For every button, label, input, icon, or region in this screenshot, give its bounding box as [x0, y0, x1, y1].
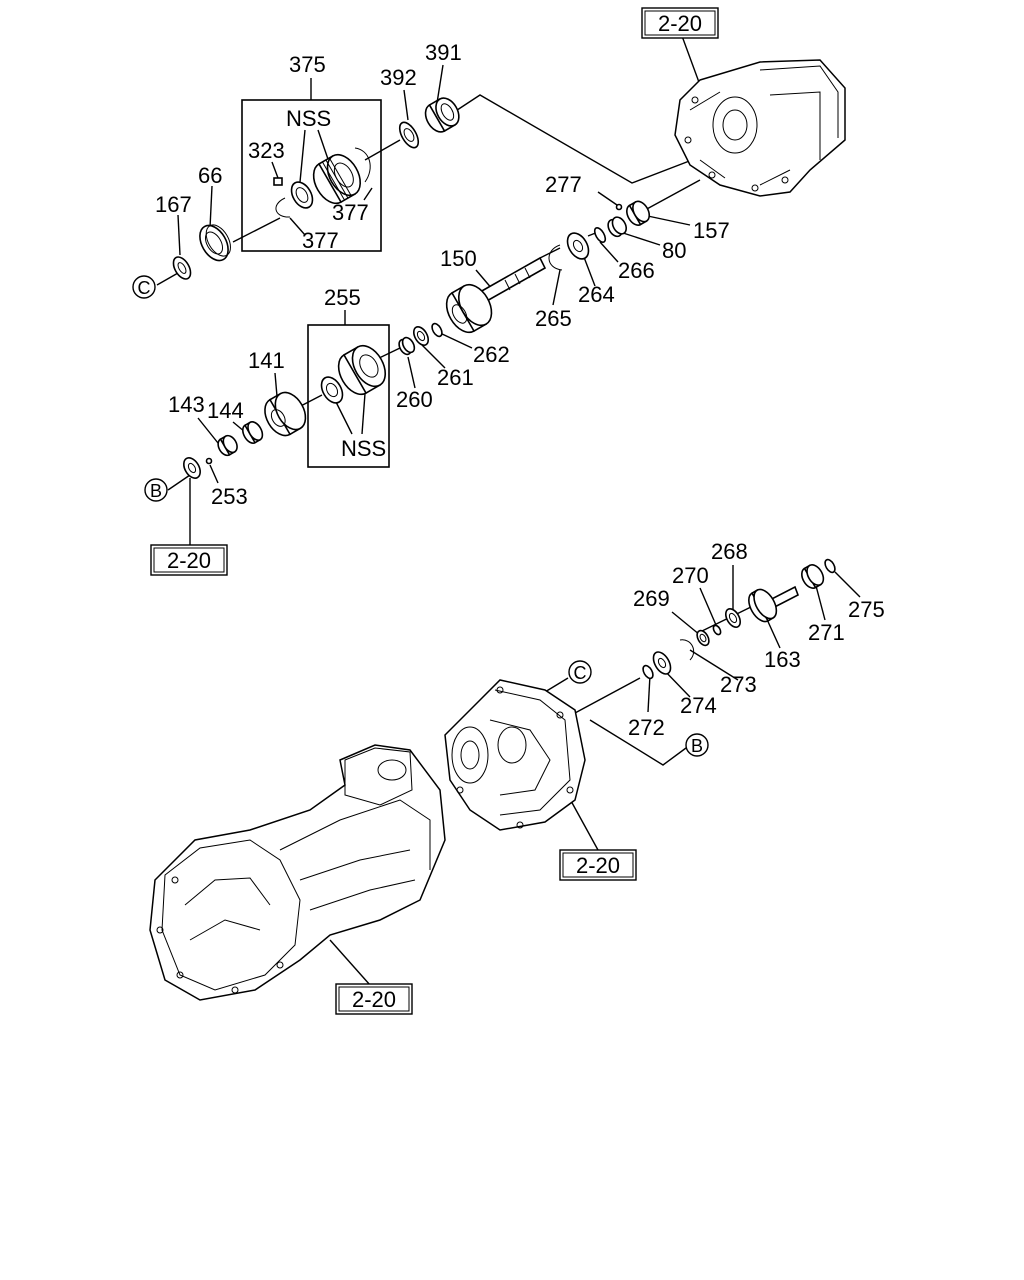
gear-163: [748, 585, 799, 623]
label-262: 262: [473, 342, 510, 367]
gear-141: [264, 391, 307, 437]
bearing-269: [696, 629, 710, 647]
marker-c-left-text: C: [138, 278, 151, 298]
sleeve-255: [337, 344, 387, 396]
label-266: 266: [618, 258, 655, 283]
ball-253: [205, 457, 213, 465]
reference-label-top: 2-20: [658, 11, 702, 36]
marker-c-right: C: [568, 660, 592, 684]
label-157: 157: [693, 218, 730, 243]
reference-label-left: 2-20: [167, 548, 211, 573]
collar-143: [217, 434, 238, 457]
countershaft-parts: [642, 558, 836, 680]
label-261: 261: [437, 365, 474, 390]
label-141: 141: [248, 348, 285, 373]
snap-ring-265: [548, 244, 563, 271]
reference-box-left: 2-20: [150, 544, 228, 576]
label-264: 264: [578, 282, 615, 307]
marker-b-left: B: [144, 478, 168, 502]
label-272: 272: [628, 715, 665, 740]
ring-275: [824, 558, 836, 574]
label-273: 273: [720, 672, 757, 697]
label-274: 274: [680, 693, 717, 718]
label-144: 144: [207, 398, 244, 423]
sleeve-375: [312, 153, 362, 205]
label-375: 375: [289, 52, 326, 77]
bearing-157: [626, 200, 651, 226]
marker-c-right-text: C: [574, 663, 587, 683]
collar-167: [172, 256, 192, 280]
marker-b-right: B: [685, 733, 709, 757]
bearing-261: [412, 326, 430, 346]
label-269: 269: [633, 586, 670, 611]
mainshaft-parts: [183, 200, 651, 479]
label-163: 163: [764, 647, 801, 672]
label-260: 260: [396, 387, 433, 412]
label-270: 270: [672, 563, 709, 588]
label-nss-top: NSS: [286, 106, 331, 131]
bearing-391: [424, 97, 460, 133]
group-box-255: [307, 324, 390, 468]
snap-ring-273: [679, 639, 695, 661]
label-253: 253: [211, 484, 248, 509]
bearing-274: [652, 651, 672, 675]
label-167: 167: [155, 192, 192, 217]
intermediate-case: [444, 679, 586, 831]
label-80: 80: [662, 238, 686, 263]
part-labels: 375 391 392 NSS 323 66 167 377 377 277 1…: [155, 40, 885, 740]
transmission-assembly: [149, 744, 446, 1001]
reference-box-transmission: 2-20: [335, 983, 413, 1015]
reference-box-top: 2-20: [641, 7, 719, 39]
label-268: 268: [711, 539, 748, 564]
reference-label-case: 2-20: [576, 853, 620, 878]
snap-ring-377-lower: [275, 197, 291, 218]
label-nss-mid: NSS: [341, 436, 386, 461]
washer-268: [724, 608, 742, 628]
ring-66: [199, 224, 231, 262]
hub-375: [290, 181, 314, 209]
label-271: 271: [808, 620, 845, 645]
snap-ring-377-upper: [354, 147, 371, 183]
label-255: 255: [324, 285, 361, 310]
label-265: 265: [535, 306, 572, 331]
bearing-264: [566, 232, 590, 260]
ring-272: [642, 664, 654, 680]
shaft-150: [445, 256, 547, 334]
top-group-parts: [172, 97, 460, 280]
ring-262: [431, 322, 443, 338]
ring-266: [593, 226, 607, 244]
label-391: 391: [425, 40, 462, 65]
marker-b-left-text: B: [150, 481, 162, 501]
group-box-375: [241, 99, 382, 252]
extension-housing-top: [674, 59, 846, 197]
label-377-a: 377: [332, 200, 369, 225]
label-277: 277: [545, 172, 582, 197]
label-275: 275: [848, 597, 885, 622]
label-323: 323: [248, 138, 285, 163]
leader-lines: [156, 35, 861, 986]
needle-260: [398, 336, 416, 356]
reference-label-transmission: 2-20: [352, 987, 396, 1012]
marker-c-left: C: [132, 275, 156, 299]
label-377-b: 377: [302, 228, 339, 253]
marker-b-right-text: B: [691, 736, 703, 756]
label-66: 66: [198, 163, 222, 188]
reference-box-case: 2-20: [559, 849, 637, 881]
label-392: 392: [380, 65, 417, 90]
bearing-271: [801, 564, 825, 589]
needle-144: [241, 421, 264, 444]
hub-255: [320, 376, 344, 404]
label-143: 143: [168, 392, 205, 417]
ball-277: [615, 203, 623, 211]
washer-392: [398, 121, 420, 149]
ring-80: [607, 216, 628, 238]
washer-b: [183, 457, 201, 479]
ring-270: [712, 624, 722, 636]
key-323: [273, 177, 283, 186]
label-150: 150: [440, 246, 477, 271]
